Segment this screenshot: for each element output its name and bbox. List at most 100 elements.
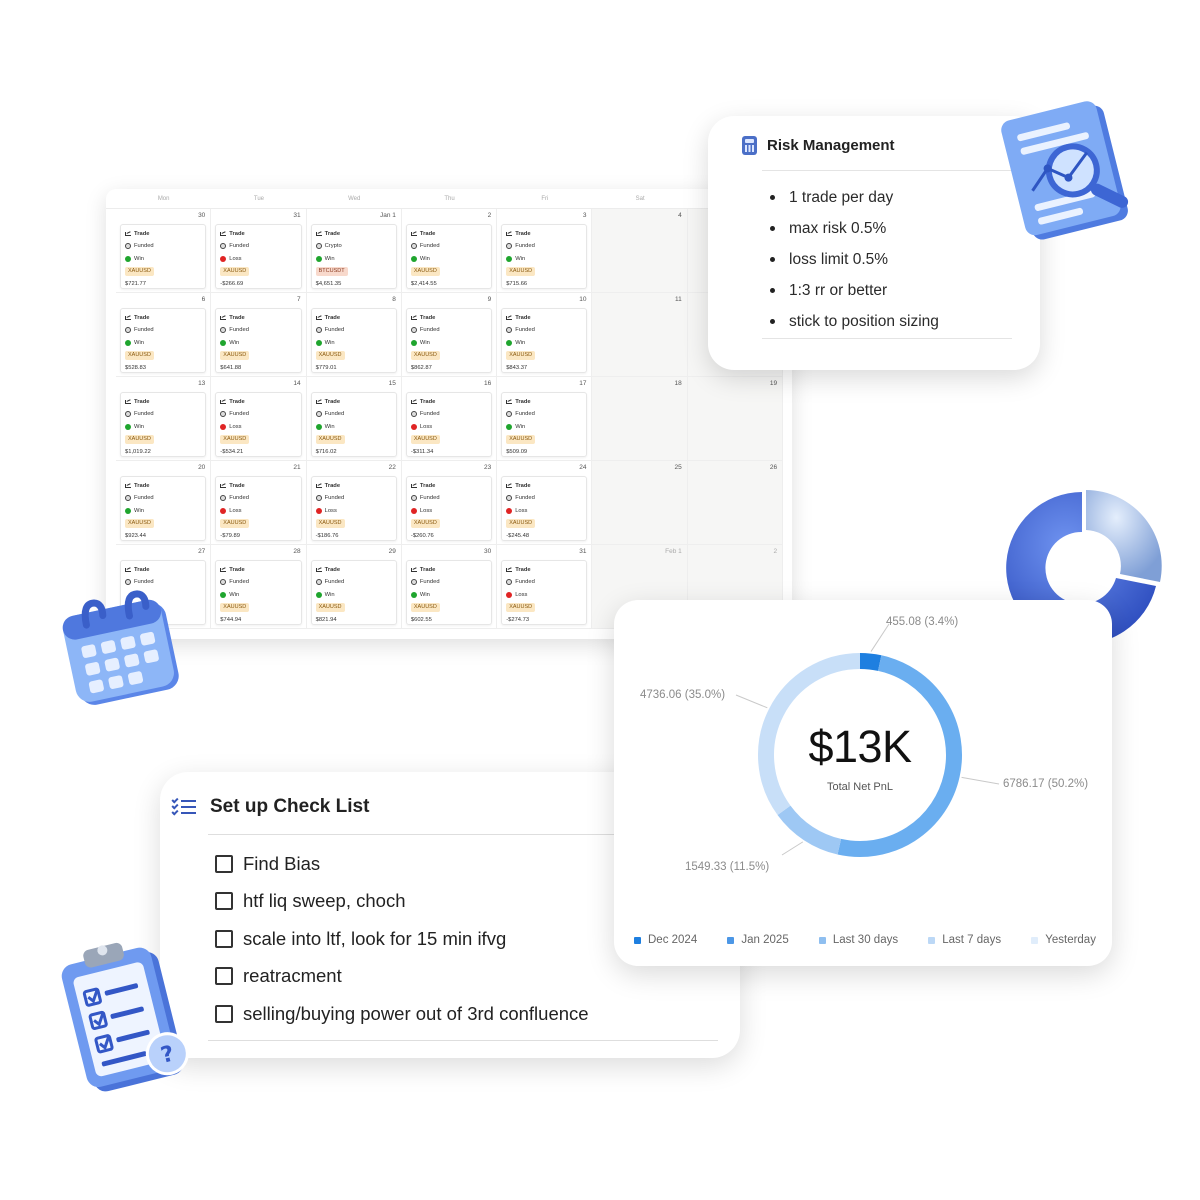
weekday-label: Thu xyxy=(444,196,455,202)
trade-title: Trade xyxy=(515,566,531,573)
trade-title: Trade xyxy=(134,230,150,237)
calendar-day-cell[interactable]: 4 xyxy=(592,209,688,293)
legend-item[interactable]: Last 30 days xyxy=(818,934,899,946)
calendar-day-cell[interactable]: 25 xyxy=(592,461,688,545)
legend-label: Last 30 days xyxy=(832,934,899,946)
chart-icon xyxy=(506,232,513,236)
legend-item[interactable]: Yesterday xyxy=(1031,934,1096,946)
checkbox[interactable] xyxy=(215,892,233,911)
legend-label: Jan 2025 xyxy=(741,934,789,946)
checkbox[interactable] xyxy=(215,854,233,873)
donut-slice[interactable] xyxy=(859,653,882,671)
win-status-icon xyxy=(125,255,131,262)
trade-account: Funded xyxy=(229,579,249,586)
checklist-item: selling/buying power out of 3rd confluen… xyxy=(215,995,589,1033)
trade-title: Trade xyxy=(419,314,436,321)
weekday-label: Mon xyxy=(157,196,170,202)
checkbox[interactable] xyxy=(215,929,233,948)
legend-item[interactable]: Last 7 days xyxy=(928,934,1001,946)
donut-slice[interactable] xyxy=(777,805,842,855)
symbol-tag: BTCUSDT xyxy=(315,266,348,276)
trade-account: Funded xyxy=(229,411,249,418)
account-icon xyxy=(315,327,322,334)
symbol-tag: XAUUSD xyxy=(506,266,536,276)
symbol-tag: XAUUSD xyxy=(506,518,536,528)
trade-title: Trade xyxy=(229,566,245,573)
chart-icon xyxy=(410,400,417,404)
trade-result: Win xyxy=(134,255,144,262)
legend-item[interactable]: Dec 2024 xyxy=(634,934,697,946)
calendar-day-cell[interactable]: 18 xyxy=(592,377,688,461)
checklist-item: scale into ltf, look for 15 min ifvg xyxy=(215,920,589,958)
legend-item[interactable]: Jan 2025 xyxy=(727,934,789,946)
risk-rule-item: loss limit 0.5% xyxy=(770,244,939,275)
donut-slice[interactable] xyxy=(758,653,861,816)
chart-icon xyxy=(506,484,513,488)
calendar-day-cell[interactable]: 11 xyxy=(592,293,688,377)
weekday-label: Wed xyxy=(348,196,361,202)
legend-swatch xyxy=(1031,936,1039,944)
checkbox[interactable] xyxy=(215,967,233,986)
symbol-tag: XAUUSD xyxy=(125,350,154,360)
checkbox[interactable] xyxy=(215,1004,233,1023)
calendar-day-cell[interactable]: 19 xyxy=(687,377,784,461)
calendar-day-cell[interactable]: 26 xyxy=(687,461,784,545)
symbol-tag: XAUUSD xyxy=(315,434,345,444)
day-number: 15 xyxy=(388,380,396,387)
symbol-tag: XAUUSD xyxy=(410,602,440,612)
trade-title: Trade xyxy=(229,314,245,321)
day-number: 14 xyxy=(293,380,301,387)
donut-slice[interactable] xyxy=(837,655,963,857)
account-icon xyxy=(315,495,322,502)
